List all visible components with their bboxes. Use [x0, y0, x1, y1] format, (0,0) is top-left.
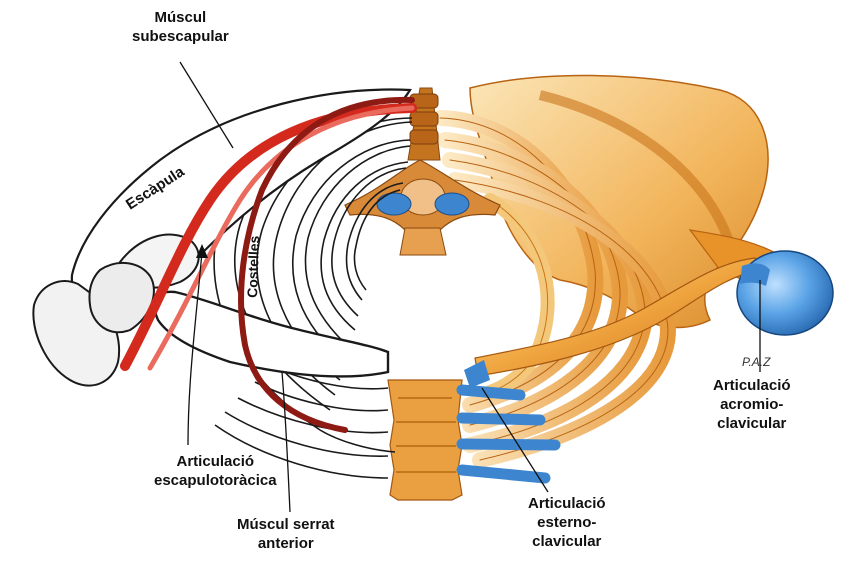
label-acromioclavicular-joint: Articulació acromio- clavicular [713, 376, 791, 433]
label-ribs: Costelles [244, 235, 262, 298]
label-scapulothoracic-line2: escapulotoràcica [154, 471, 277, 490]
label-sternoclavicular-line2: esterno- [528, 513, 606, 532]
leader-serratus [282, 372, 290, 512]
label-subscapular-line1: Múscul [132, 8, 229, 27]
label-sternoclavicular-line1: Articulació [528, 494, 606, 513]
glenoid-cartilage [740, 263, 770, 286]
left-first-rib [154, 292, 388, 377]
label-scapulothoracic-line1: Articulació [154, 452, 277, 471]
sternum [388, 380, 462, 500]
label-acromioclavicular-line3: clavicular [713, 414, 791, 433]
label-scapulothoracic-joint: Articulació escapulotoràcica [154, 452, 277, 490]
label-acromioclavicular-line2: acromio- [713, 395, 791, 414]
label-subscapular-muscle: Múscul subescapular [132, 8, 229, 46]
label-serratus-line2: anterior [237, 534, 335, 553]
label-serratus-anterior: Múscul serrat anterior [237, 515, 335, 553]
label-acromioclavicular-line1: Articulació [713, 376, 791, 395]
label-subscapular-line2: subescapular [132, 27, 229, 46]
signature: P.A.Z [742, 355, 771, 369]
label-sternoclavicular-joint: Articulació esterno- clavicular [528, 494, 606, 551]
label-serratus-line1: Múscul serrat [237, 515, 335, 534]
label-sternoclavicular-line3: clavicular [528, 532, 606, 551]
